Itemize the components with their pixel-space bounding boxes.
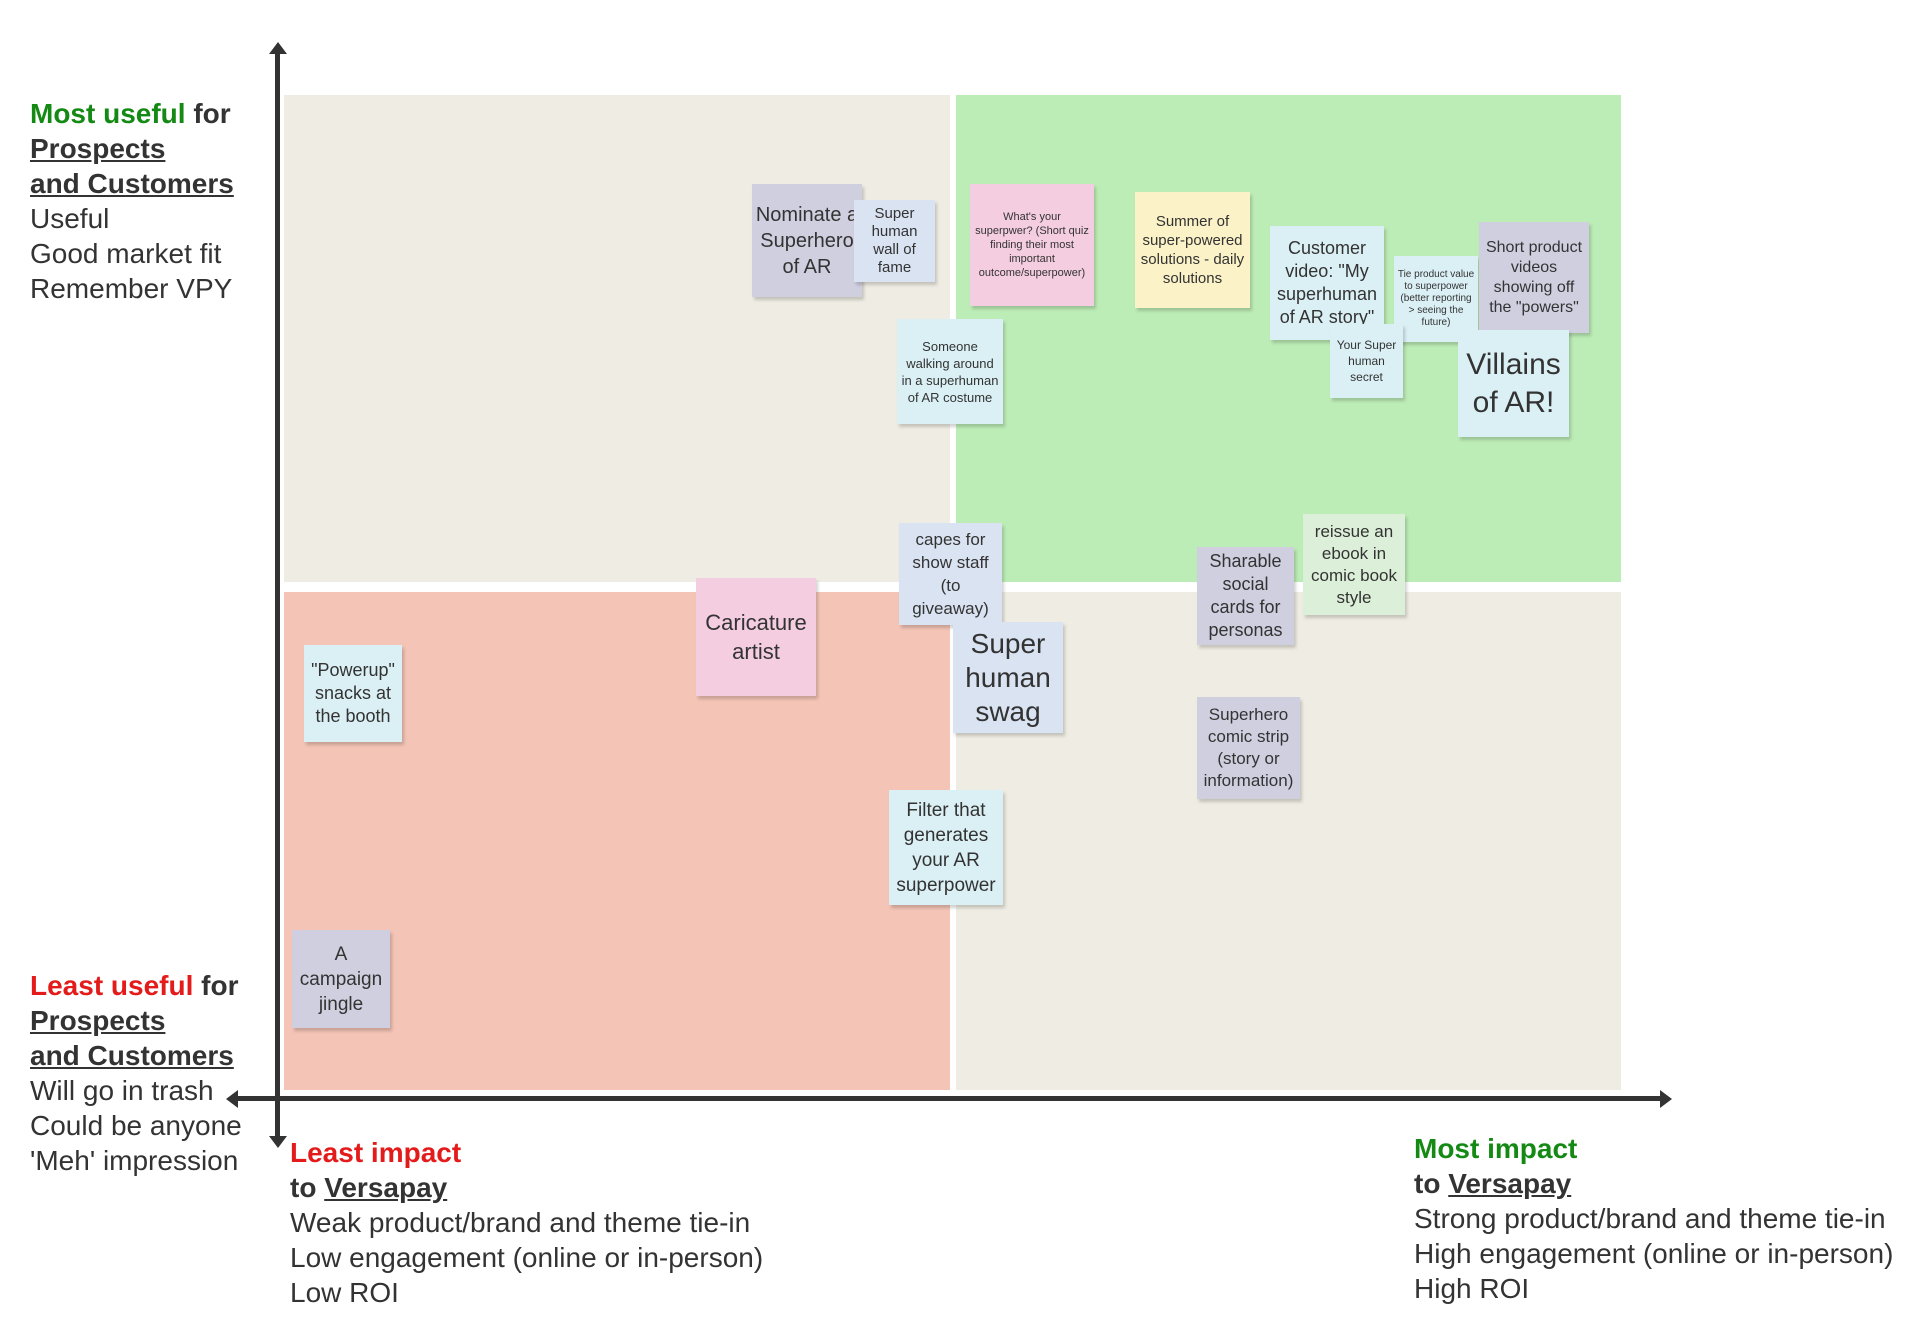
sticky-note[interactable]: Tie product value to superpower (better … <box>1394 256 1478 342</box>
quadrant-bottom-right <box>956 592 1621 1090</box>
x-left-brand: Versapay <box>324 1172 448 1203</box>
sticky-note[interactable]: capes for show staff (to giveaway) <box>899 523 1002 625</box>
x-left-highlight: Least impact <box>290 1137 462 1168</box>
x-axis <box>236 1096 1664 1101</box>
y-top-highlight: Most useful <box>30 98 186 129</box>
x-right-brand: Versapay <box>1448 1168 1572 1199</box>
x-right-detail: Strong product/brand and theme tie-in <box>1414 1203 1886 1234</box>
x-left-detail: Weak product/brand and theme tie-in <box>290 1207 751 1238</box>
sticky-note[interactable]: Super human wall of fame <box>854 200 935 282</box>
y-top-audience-2: and Customers <box>30 168 234 199</box>
x-right-to: to <box>1414 1168 1441 1199</box>
y-bottom-highlight: Least useful <box>30 970 194 1001</box>
y-axis-arrow-up-icon <box>269 42 287 54</box>
y-bottom-detail: Could be anyone <box>30 1110 242 1141</box>
sticky-note[interactable]: Short product videos showing off the "po… <box>1479 222 1589 333</box>
sticky-note[interactable]: Customer video: "My superhuman of AR sto… <box>1270 226 1384 340</box>
x-left-detail: Low engagement (online or in-person) <box>290 1242 764 1273</box>
y-bottom-audience-1: Prospects <box>30 1005 166 1036</box>
y-bottom-detail: 'Meh' impression <box>30 1145 239 1176</box>
sticky-note[interactable]: Your Super human secret <box>1330 324 1403 398</box>
sticky-note[interactable]: Someone walking around in a superhuman o… <box>897 319 1003 424</box>
y-bottom-audience-2: and Customers <box>30 1040 234 1071</box>
y-axis-arrow-down-icon <box>269 1136 287 1148</box>
y-axis-bottom-label: Least useful for Prospects and Customers… <box>30 968 242 1178</box>
y-axis-top-label: Most useful for Prospects and Customers … <box>30 96 234 306</box>
y-bottom-detail: Will go in trash <box>30 1075 214 1106</box>
sticky-note[interactable]: reissue an ebook in comic book style <box>1303 514 1405 615</box>
sticky-note[interactable]: What's your superpwer? (Short quiz findi… <box>970 184 1094 306</box>
y-top-for: for <box>193 98 231 129</box>
x-right-highlight: Most impact <box>1414 1133 1578 1164</box>
y-top-detail: Good market fit <box>30 238 222 269</box>
sticky-note[interactable]: Villains of AR! <box>1458 330 1569 437</box>
x-right-detail: High ROI <box>1414 1273 1530 1304</box>
quadrant-top-left <box>284 95 950 582</box>
sticky-note[interactable]: Summer of super-powered solutions - dail… <box>1135 192 1250 308</box>
sticky-note[interactable]: Sharable social cards for personas <box>1197 547 1294 645</box>
sticky-note[interactable]: "Powerup" snacks at the booth <box>304 645 402 742</box>
y-top-detail: Useful <box>30 203 110 234</box>
x-axis-right-label: Most impact to Versapay Strong product/b… <box>1414 1131 1893 1306</box>
sticky-note[interactable]: A campaign jingle <box>292 930 390 1028</box>
sticky-note[interactable]: Super human swag <box>953 622 1063 733</box>
x-axis-arrow-left-icon <box>226 1090 238 1108</box>
x-axis-arrow-right-icon <box>1660 1090 1672 1108</box>
y-bottom-for: for <box>201 970 239 1001</box>
y-top-detail: Remember VPY <box>30 273 233 304</box>
x-left-detail: Low ROI <box>290 1277 399 1308</box>
x-right-detail: High engagement (online or in-person) <box>1414 1238 1894 1269</box>
sticky-note[interactable]: Nominate a Superhero of AR <box>752 184 862 297</box>
x-axis-left-label: Least impact to Versapay Weak product/br… <box>290 1135 763 1310</box>
y-axis <box>275 48 280 1143</box>
sticky-note[interactable]: Superhero comic strip (story or informat… <box>1197 697 1300 799</box>
sticky-note[interactable]: Caricature artist <box>696 578 816 696</box>
y-top-audience-1: Prospects <box>30 133 166 164</box>
sticky-note[interactable]: Filter that generates your AR superpower <box>889 790 1003 905</box>
x-left-to: to <box>290 1172 317 1203</box>
